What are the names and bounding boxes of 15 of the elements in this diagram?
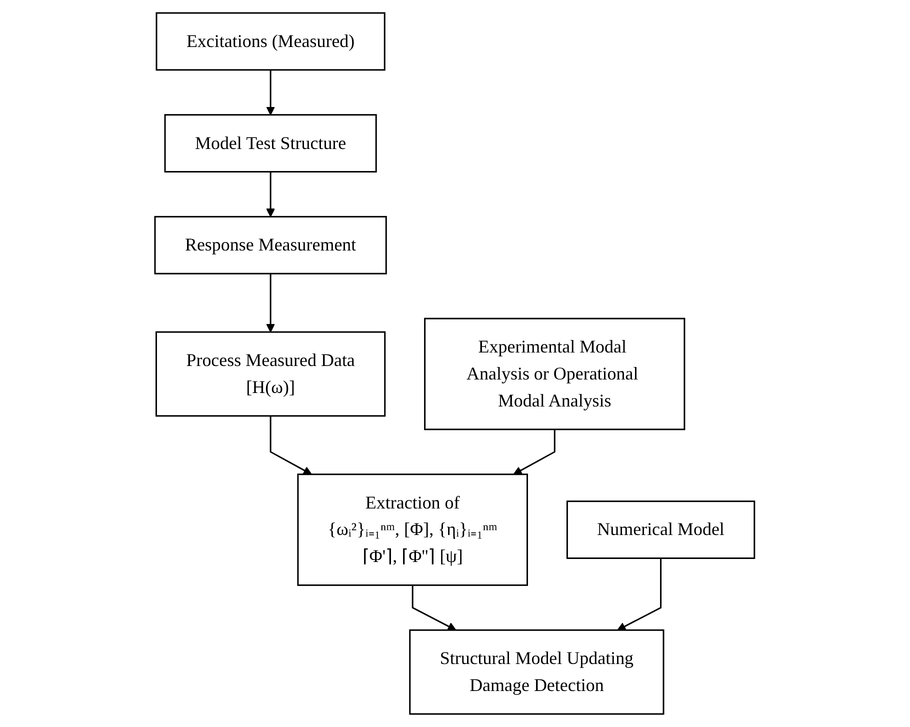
node-box: Experimental Modal Analysis or Operational Modal Analysis [424, 318, 686, 430]
arrow [617, 558, 662, 631]
node-box: Model Test Structure [164, 114, 378, 173]
node-box: Extraction of {ωᵢ²}ᵢ₌₁ⁿᵐ, [Φ], {ηᵢ}ᵢ₌₁ⁿᵐ ⌈Φ'⌉, ⌈Φ''⌉ [ψ] [298, 474, 528, 586]
node-box: Excitations (Measured) [156, 12, 386, 71]
node-box: Process Measured Data [H(ω)] [156, 331, 386, 417]
node-box: Numerical Model [566, 500, 756, 559]
arrow [270, 416, 312, 475]
arrow [266, 172, 276, 218]
arrow [266, 274, 276, 332]
node-box: Response Measurement [154, 216, 388, 274]
arrow [266, 70, 276, 116]
arrow [514, 429, 556, 475]
node-box: Structural Model Updating Damage Detection [409, 629, 665, 715]
arrow [412, 585, 457, 631]
